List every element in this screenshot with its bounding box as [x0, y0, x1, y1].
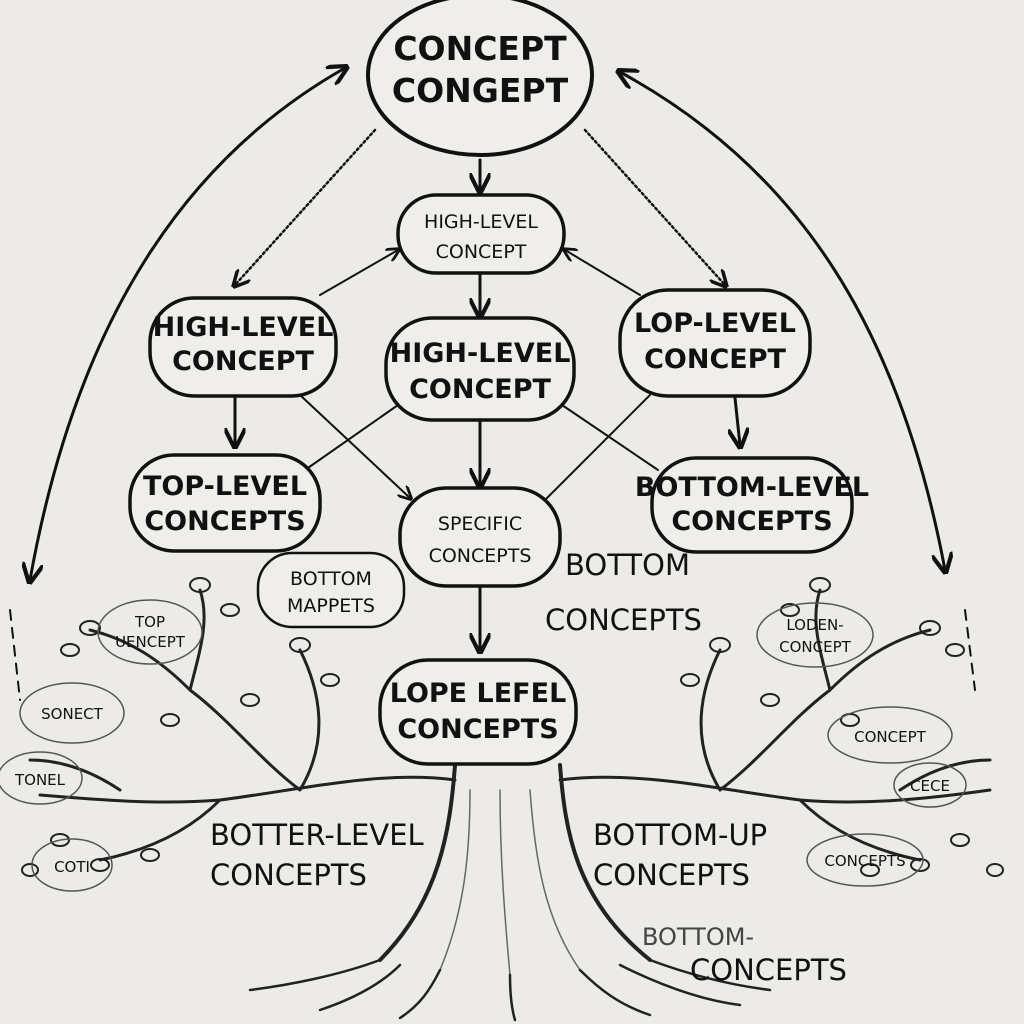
- tree-branch-right: [558, 588, 992, 862]
- label-botter-level-line2: CONCEPTS: [210, 858, 367, 892]
- node-root-line1: CONCEPT: [393, 29, 567, 68]
- node-center-top-line2: CONCEPT: [436, 241, 527, 263]
- arrow-right-mid-to-right-low: [735, 396, 740, 445]
- edge-center-top-to-right-mid: [565, 250, 641, 296]
- label-bottom-concepts-right-line2: CONCEPTS: [545, 603, 702, 637]
- node-small-left: BOTTOM MAPPETS: [256, 551, 406, 629]
- node-center-top: HIGH-LEVEL CONCEPT: [396, 193, 566, 275]
- leaf-coti: COTI: [54, 858, 90, 876]
- node-center-low-line1: SPECIFIC: [438, 513, 522, 535]
- node-tree-center-line2: CONCEPTS: [397, 714, 558, 745]
- leaf-top-concept-line1: TOP: [134, 613, 165, 631]
- node-tree-center-line1: LOPE LEFEL: [390, 678, 567, 709]
- connectors: [9, 68, 976, 701]
- node-small-left-line2: MAPPETS: [287, 595, 375, 617]
- tree-roots: [248, 958, 772, 1022]
- node-root: CONCEPT CONGEPT: [366, 0, 594, 157]
- arc-arrow-right: [620, 72, 945, 570]
- edge-left-mid-to-center-low: [299, 394, 410, 498]
- label-bottom-footer-line1: BOTTOM-: [642, 923, 754, 951]
- leaf-loden-concept-line1: LODEN-: [786, 616, 843, 634]
- arrow-root-to-left-mid: [235, 128, 377, 285]
- tree-branch-left: [28, 588, 457, 862]
- edge-right-mid-to-center-low: [544, 394, 651, 501]
- node-left-mid-line1: HIGH-LEVEL: [153, 312, 334, 343]
- node-tree-center: LOPE LEFEL CONCEPTS: [378, 658, 578, 766]
- node-center-mid: HIGH-LEVEL CONCEPT: [384, 316, 576, 422]
- leaf-cece: CECE: [910, 777, 950, 795]
- label-bottom-up-line1: BOTTOM-UP: [593, 818, 767, 852]
- leaf-concepts: CONCEPTS: [824, 852, 905, 870]
- node-right-low-line1: BOTTOM-LEVEL: [635, 472, 869, 503]
- leaf-top-concept-line2: UENCEPT: [115, 633, 186, 651]
- tree-trunk: [378, 763, 652, 962]
- node-right-low-line2: CONCEPTS: [671, 506, 832, 537]
- tree-illustration: [21, 577, 1004, 1022]
- node-center-mid-line2: CONCEPT: [409, 374, 551, 405]
- node-center-mid-line1: HIGH-LEVEL: [390, 338, 571, 369]
- edge-center-mid-to-right-low: [561, 404, 659, 471]
- arc-arrow-left: [30, 68, 345, 580]
- edge-center-top-to-left-mid: [319, 250, 398, 296]
- label-botter-level-line1: BOTTER-LEVEL: [210, 818, 424, 852]
- node-center-top-line1: HIGH-LEVEL: [424, 211, 538, 233]
- node-center-low: SPECIFIC CONCEPTS: [398, 486, 562, 588]
- node-small-left-line1: BOTTOM: [290, 568, 372, 590]
- node-left-low: TOP-LEVEL CONCEPTS: [128, 453, 322, 553]
- node-right-low: BOTTOM-LEVEL CONCEPTS: [635, 456, 869, 554]
- node-left-mid-line2: CONCEPT: [172, 346, 314, 377]
- leaf-concept: CONCEPT: [854, 728, 926, 746]
- label-bottom-footer-line2: CONCEPTS: [690, 953, 847, 987]
- free-labels: BOTTOM CONCEPTS BOTTER-LEVEL CONCEPTS BO…: [210, 548, 847, 987]
- node-right-mid: LOP-LEVEL CONCEPT: [618, 288, 812, 398]
- node-root-line2: CONGEPT: [392, 71, 569, 110]
- leaf-labels: TOP UENCEPT SONECT TONEL COTI LODEN- CON…: [0, 599, 967, 892]
- arrow-root-to-right-mid: [583, 128, 725, 285]
- node-left-low-line2: CONCEPTS: [144, 506, 305, 537]
- node-right-mid-line1: LOP-LEVEL: [634, 308, 796, 339]
- edge-center-mid-to-left-low: [304, 404, 399, 471]
- leaf-tonel: TONEL: [14, 771, 66, 789]
- leaf-sonect: SONECT: [41, 705, 104, 723]
- node-left-mid: HIGH-LEVEL CONCEPT: [148, 296, 338, 398]
- label-bottom-concepts-right-line1: BOTTOM: [565, 548, 690, 582]
- dash-edge-left: [9, 609, 21, 701]
- node-center-low-line2: CONCEPTS: [429, 545, 532, 567]
- leaf-loden-concept-line2: CONCEPT: [779, 638, 851, 656]
- dash-edge-right: [964, 609, 976, 691]
- node-right-mid-line2: CONCEPT: [644, 344, 786, 375]
- label-bottom-up-line2: CONCEPTS: [593, 858, 750, 892]
- node-left-low-line1: TOP-LEVEL: [143, 471, 307, 502]
